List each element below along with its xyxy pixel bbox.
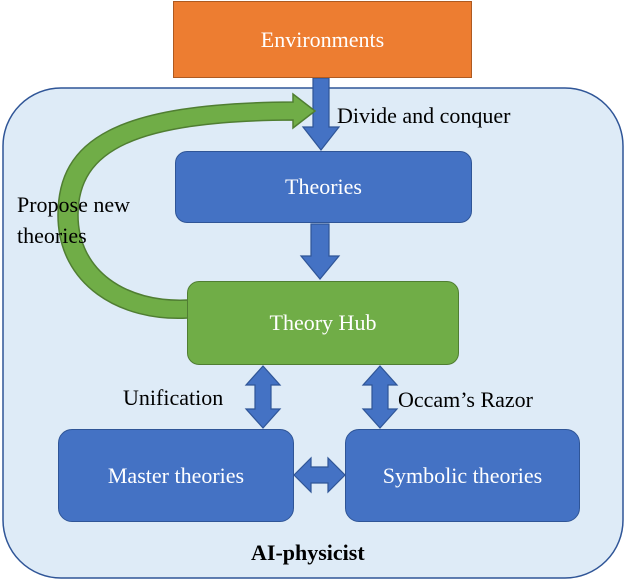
master-theories-label: Master theories [107,462,245,488]
theory-hub-label: Theory Hub [269,310,377,335]
arrow-environments-to-theories [301,77,341,151]
occams-razor-label: Occam’s Razor [398,387,533,412]
environments-label: Environments [260,26,385,52]
theory-hub-node: Theory Hub [187,281,459,365]
divide-and-conquer-label: Divide and conquer [337,103,511,128]
unification-label: Unification [123,385,224,410]
theories-node: Theories [175,151,472,223]
arrow-unification [244,365,282,429]
theories-label: Theories [285,174,362,199]
ai-physicist-title: AI-physicist [251,540,365,565]
symbolic-theories-node: Symbolic theories [345,429,580,522]
propose-new-theories-label-line1: Propose new [17,192,131,217]
environments-node: Environments [173,1,472,78]
master-theories-node: Master theories [58,429,294,522]
symbolic-theories-label: Symbolic theories [382,462,543,488]
propose-new-theories-label-line2: theories [17,223,87,248]
arrow-occams-razor [361,365,399,429]
arrow-propose-new-theories [57,92,317,320]
arrow-theories-to-theory-hub [299,223,341,280]
